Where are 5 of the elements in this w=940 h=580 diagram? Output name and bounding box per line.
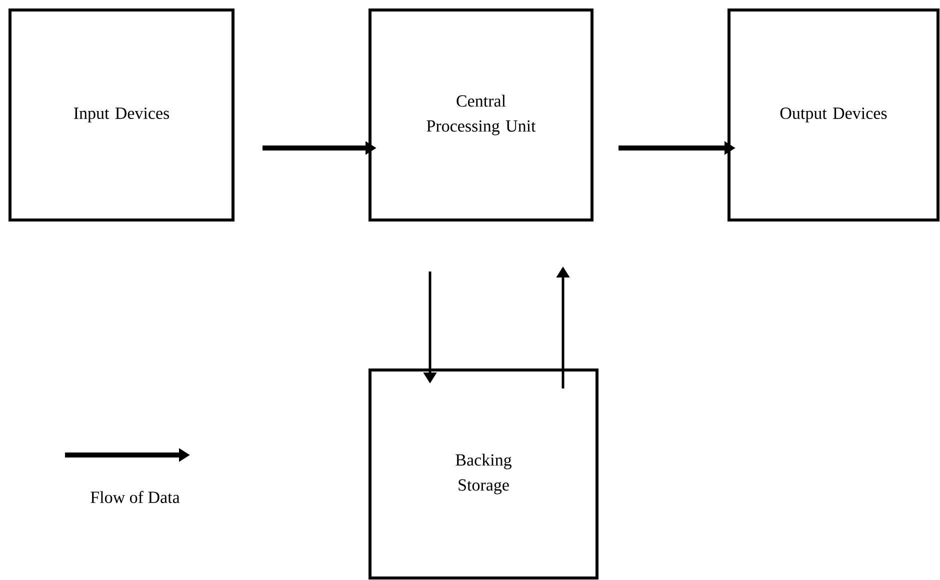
process-box: Central Processing Unit [368,8,594,222]
process-box: Output Devices [728,8,940,222]
legend-label: Flow of Data [90,490,180,504]
process-box: Backing Storage [368,368,598,580]
process-box: Input Devices [8,8,234,222]
